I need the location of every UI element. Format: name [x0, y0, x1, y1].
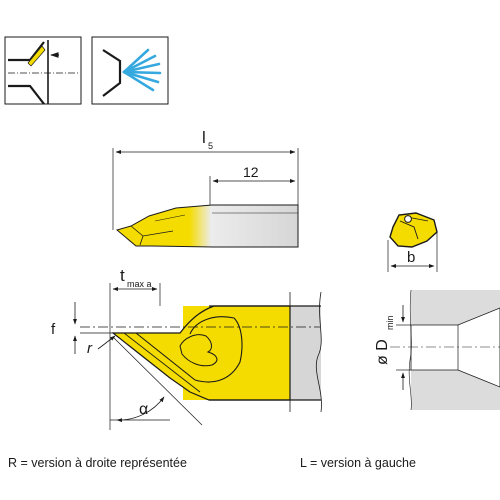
l5-subscript: 5 — [208, 141, 213, 151]
angle-alpha: α — [110, 336, 203, 426]
tmax-subscript: max a — [127, 279, 152, 289]
caption-right-version: R = version à droite représentée — [8, 456, 187, 470]
dim-12-label: 12 — [243, 164, 259, 180]
dimension-f: f — [51, 302, 77, 354]
alpha-label: α — [139, 401, 148, 418]
radius-r: r — [87, 335, 116, 357]
d-min-subscript: min — [385, 315, 395, 330]
dimension-12: 12 — [209, 164, 296, 205]
f-label: f — [51, 321, 56, 338]
insert-end-view: b — [387, 212, 438, 272]
internal-coolant-icon — [91, 36, 169, 105]
tool-side-view — [80, 291, 322, 413]
dimension-tmax: t max a — [109, 266, 161, 430]
l5-label: l — [202, 128, 206, 147]
caption-left-version: L = version à gauche — [300, 456, 416, 470]
boring-position-icon — [4, 36, 82, 105]
d-min-label: ø D — [374, 339, 391, 365]
tool-top-view — [115, 204, 299, 248]
bore-section: ø D min — [374, 289, 500, 411]
tmax-label: t — [120, 266, 125, 285]
r-label: r — [87, 340, 93, 357]
dimension-l5: l 5 — [112, 128, 299, 230]
b-label: b — [407, 249, 415, 266]
